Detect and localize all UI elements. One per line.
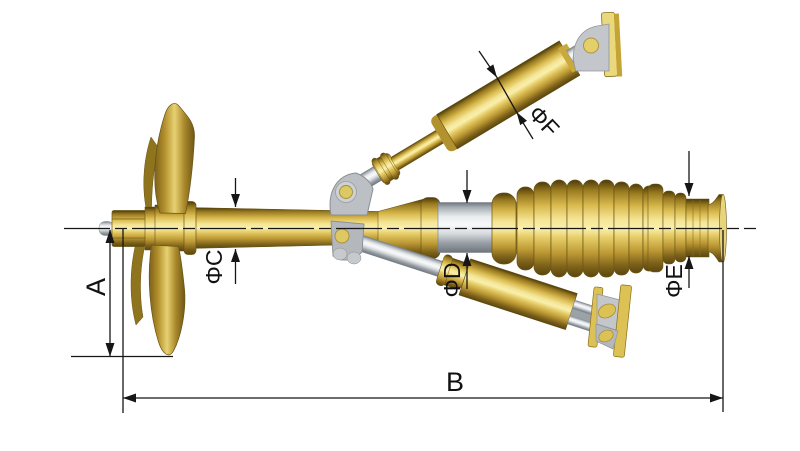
dimension-d: ΦD [439, 170, 472, 297]
lower-strut [351, 233, 608, 335]
dimension-b: B [122, 228, 724, 413]
upper-bracket-pin [583, 37, 599, 54]
dimension-c: ΦC [201, 178, 240, 284]
dimension-a: A [71, 229, 173, 358]
lower-transom-bracket [587, 284, 632, 358]
bracket-pin-upper [339, 185, 353, 199]
dim-label-d: ΦD [439, 263, 465, 298]
bracket-pin-lower [334, 228, 350, 244]
dim-label-b: B [446, 367, 464, 397]
propeller-back-blades [130, 136, 159, 326]
upper-strut [349, 36, 599, 195]
lower-bracket-pin [597, 303, 617, 319]
chrome-sleeve [437, 202, 499, 253]
propeller [98, 103, 197, 356]
dim-label-e: ΦE [661, 264, 687, 298]
dimension-e: ΦE [661, 151, 694, 298]
stern-tube-end [647, 183, 727, 273]
shaft-bracket [329, 172, 374, 265]
dim-label-f: ΦF [523, 100, 564, 141]
upper-transom-bracket [573, 11, 623, 78]
propeller-blade-top [154, 103, 195, 214]
dim-label-a: A [81, 278, 111, 296]
dim-label-c: ΦC [201, 250, 227, 285]
propeller-blade-bottom [148, 244, 186, 356]
